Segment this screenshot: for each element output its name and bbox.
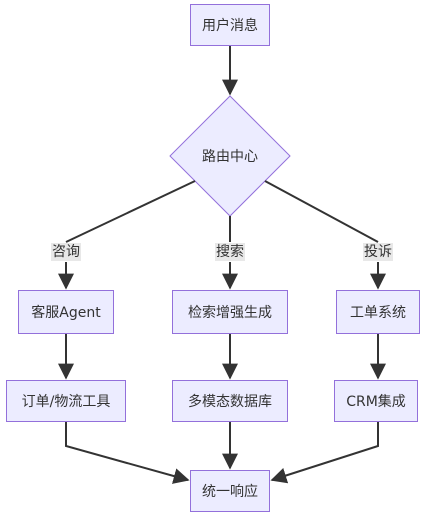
edge-label-complaint: 投诉 [363,243,393,261]
edge-router-to-complaint [264,180,379,243]
node-customer-agent[interactable]: 客服Agent [18,290,114,334]
node-response[interactable]: 统一响应 [190,470,270,512]
edge-order-tools-to-response [65,422,190,484]
node-crm[interactable]: CRM集成 [334,380,418,422]
edge-label-consult: 咨询 [51,243,81,261]
edge-label-search: 搜索 [215,243,245,261]
edge-crm-to-response [270,422,379,484]
node-multimodal-db[interactable]: 多模态数据库 [172,380,288,422]
node-order-tools[interactable]: 订单/物流工具 [6,380,126,422]
node-ticket-system[interactable]: 工单系统 [336,290,420,334]
edge-router-to-consult [65,180,196,243]
node-router-label[interactable]: 路由中心 [202,149,258,165]
node-rag[interactable]: 检索增强生成 [172,290,288,334]
node-user-message[interactable]: 用户消息 [190,4,270,46]
